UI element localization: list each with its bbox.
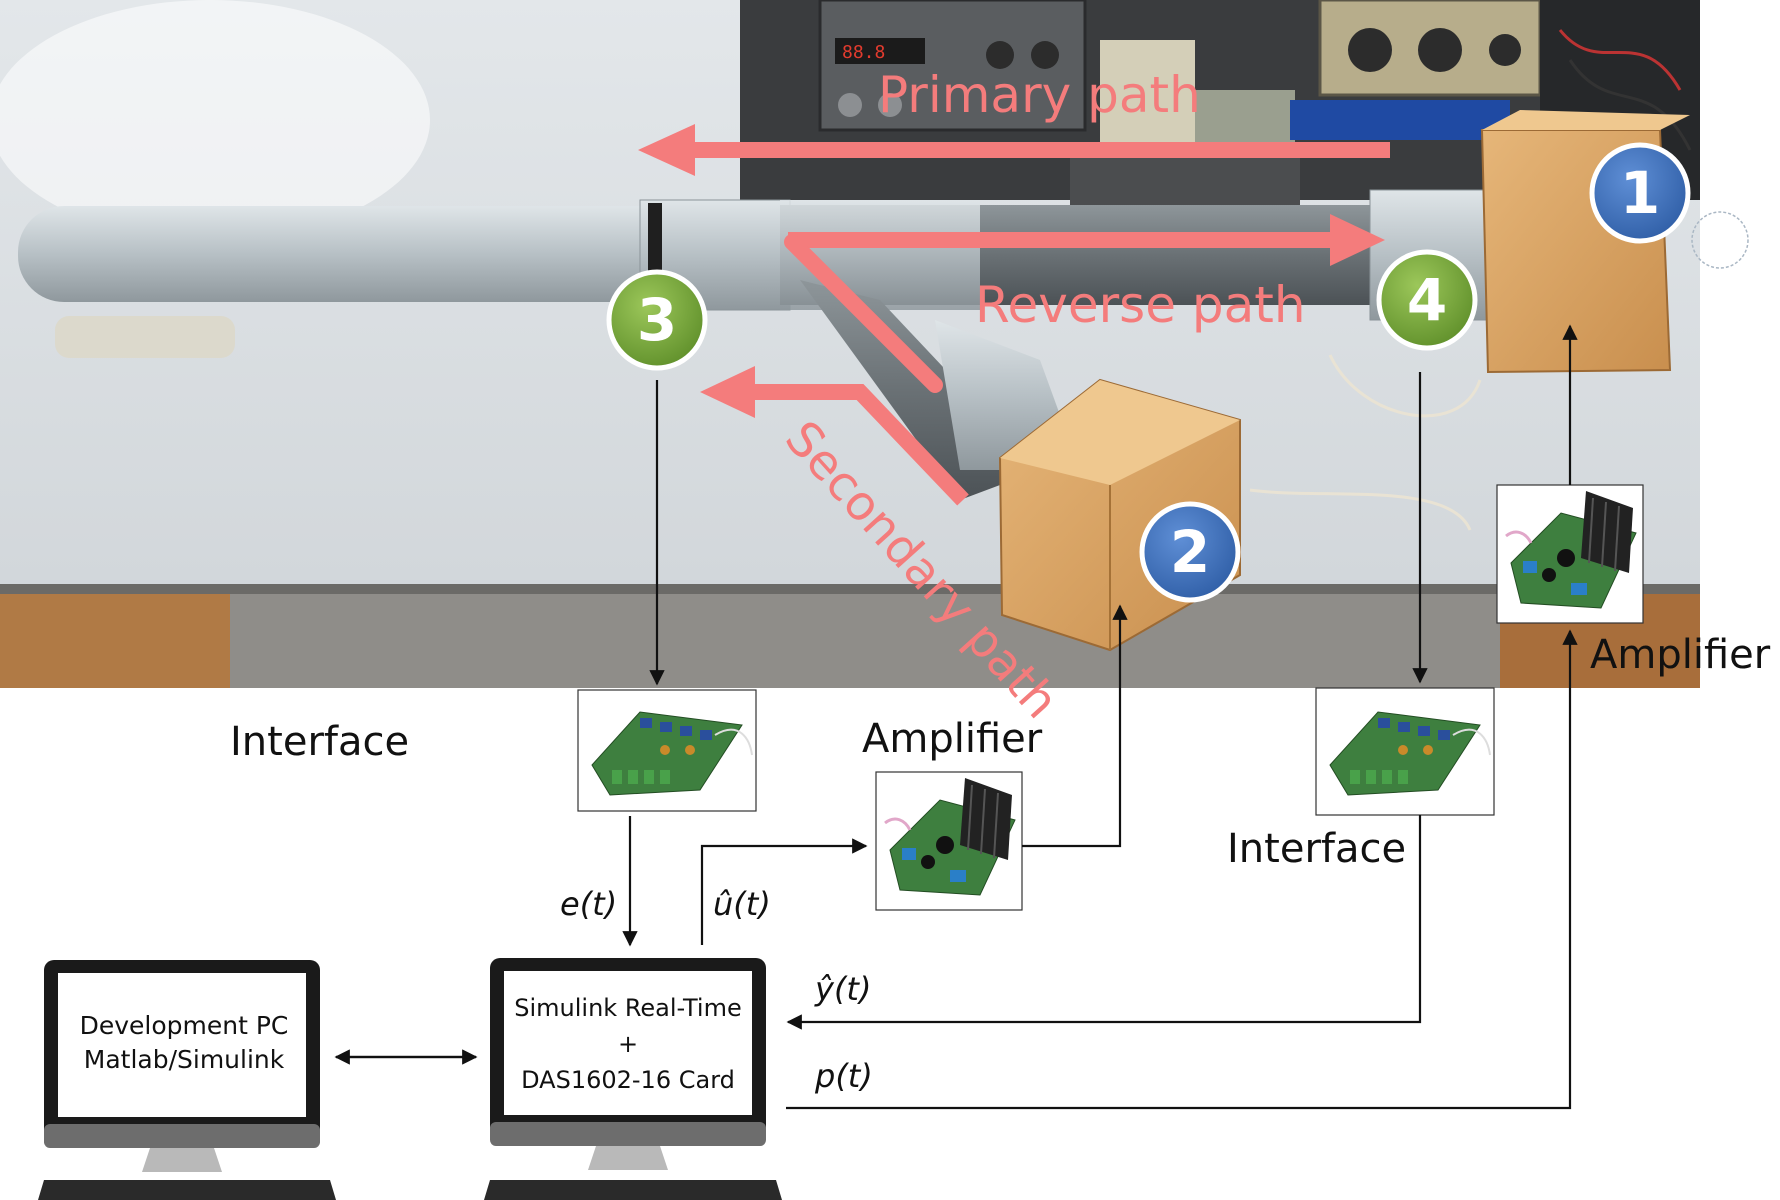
marker-4-number: 4 (1407, 266, 1447, 334)
target-pc-keyboard (484, 1180, 782, 1200)
amplifier-board-right (1496, 484, 1644, 624)
dev-pc-stand (142, 1148, 222, 1172)
target-pc-stand (588, 1146, 668, 1170)
left-pipe (18, 199, 791, 358)
target-pc-line2: + (618, 1030, 638, 1058)
acoustic-path-arrows (638, 124, 1390, 506)
u-signal-label: û(t) (713, 885, 771, 923)
secondary-path-arrow (700, 366, 969, 506)
pipe-support (55, 316, 235, 358)
interface-left-label: Interface (230, 719, 409, 765)
floor (0, 590, 1700, 688)
marker-4: 4 (1376, 249, 1478, 351)
floor-stand-left (0, 594, 230, 688)
signal-lines (334, 324, 1578, 1110)
marker-1-number: 1 (1620, 159, 1660, 227)
reverse-path-arrow (788, 214, 1385, 266)
interface-board-right (1315, 687, 1495, 816)
primary-path-label: Primary path (878, 66, 1201, 124)
panel-paper (1100, 40, 1195, 160)
dev-pc-line2: Matlab/Simulink (84, 1045, 285, 1074)
target-pc-line1: Simulink Real-Time (514, 994, 742, 1022)
amplifier-mid-label: Amplifier (862, 716, 1043, 762)
amp-to-speaker2-line (1022, 604, 1128, 848)
p-signal-label: p(t) (814, 1057, 873, 1095)
cable (1328, 354, 1482, 418)
y-signal-line (786, 815, 1422, 1030)
reverse-path-label: Reverse path (975, 276, 1306, 334)
interface-board-left (577, 689, 757, 812)
marker-3-number: 3 (637, 286, 677, 354)
target-pc: Simulink Real-Time + DAS1602-16 Card (484, 958, 782, 1200)
y-signal-label: ŷ(t) (814, 970, 871, 1008)
amplifier-board-mid (875, 771, 1023, 911)
interface-right-label: Interface (1227, 826, 1406, 872)
dev-pc-keyboard (38, 1180, 336, 1200)
photo-region: 88.8 (0, 0, 1749, 688)
p-signal-line (786, 629, 1578, 1110)
target-pc-line3: DAS1602-16 Card (521, 1066, 735, 1094)
table-edge (0, 584, 1700, 594)
cable (1249, 488, 1472, 531)
svg-text:88.8: 88.8 (842, 42, 885, 63)
reverse-path-stem (784, 234, 943, 393)
power-supply (1290, 100, 1510, 140)
primary-path-arrow (638, 124, 1390, 176)
marker-2: 2 (1139, 501, 1241, 603)
u-signal-line (700, 838, 868, 945)
marker-3: 3 (606, 269, 708, 371)
dev-pc-line1: Development PC (80, 1011, 289, 1040)
e-signal-label: e(t) (560, 885, 617, 923)
light-glare (0, 0, 430, 240)
small-outline-circle (1691, 211, 1749, 269)
development-pc: Development PC Matlab/Simulink (38, 960, 336, 1200)
target-pc-screen (504, 971, 752, 1115)
marker-2-number: 2 (1170, 518, 1210, 586)
dev-pc-screen (58, 973, 306, 1117)
oscilloscope-display (835, 38, 925, 64)
meter (1195, 90, 1295, 150)
marker-1: 1 (1589, 142, 1691, 244)
amplifier-right-label: Amplifier (1590, 632, 1771, 678)
